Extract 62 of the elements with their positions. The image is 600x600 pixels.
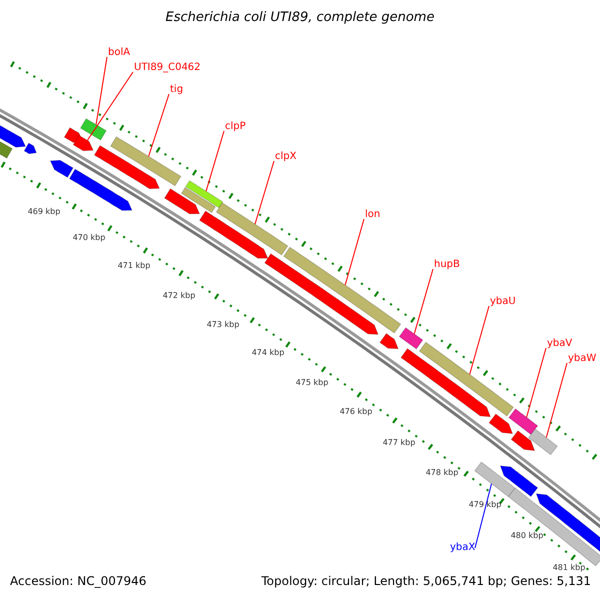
gene-bar (418, 342, 514, 417)
position-label: 472 kbp (162, 291, 196, 301)
gene-label: clpP (225, 121, 246, 133)
leader-line (86, 72, 134, 141)
gene-bar (528, 428, 558, 456)
gene-bar (400, 348, 491, 418)
position-label: 480 kbp (510, 531, 544, 541)
position-label: 471 kbp (118, 261, 150, 271)
gene-bar (72, 134, 94, 152)
position-label: 473 kbp (206, 320, 240, 330)
gene-label: clpX (275, 151, 296, 163)
genome-summary-text: Topology: circular; Length: 5,065,741 bp; Genes: 5,131 (261, 574, 591, 588)
gene-bar (94, 145, 160, 189)
gene-bar (488, 414, 513, 434)
position-label: 481 kbp (552, 563, 586, 573)
position-label: 476 kbp (340, 407, 372, 417)
gene-bar (199, 210, 268, 259)
leader-line (254, 160, 274, 225)
position-label: 474 kbp (252, 348, 284, 358)
gene-bar (24, 142, 37, 154)
gene-bar (69, 168, 132, 211)
gene-bar (508, 408, 538, 435)
leader-line (206, 130, 224, 192)
leader-line (414, 268, 434, 334)
gene-bar (379, 333, 399, 350)
gene-label: UTI89_C0462 (134, 62, 201, 74)
gene-bar (110, 136, 182, 186)
accession-text: Accession: NC_007946 (10, 574, 146, 588)
gene-bar (185, 180, 224, 208)
gene-bar (50, 160, 74, 178)
gene-label: ybaV (547, 338, 572, 350)
position-label: 469 kbp (28, 207, 60, 217)
gene-bar (181, 186, 216, 214)
gene-label: tig (170, 84, 184, 96)
gene-bar (500, 466, 538, 497)
gene-bar (398, 327, 424, 350)
position-label: 470 kbp (72, 233, 106, 243)
leader-line (526, 348, 546, 418)
gene-bar (264, 253, 379, 335)
leader-line (474, 483, 492, 548)
title: Escherichia coli UTI89, complete genome (164, 10, 436, 26)
gene-label: hupB (434, 259, 460, 271)
gene-bar (510, 430, 536, 451)
leader-line (148, 94, 170, 157)
gene-bar (283, 246, 402, 334)
gene-bar (164, 188, 200, 214)
leader-line (546, 362, 568, 438)
gene-label: bolA (108, 47, 130, 59)
gene-label: ybaU (490, 296, 516, 308)
leader-line (344, 218, 364, 286)
gene-label: ybaX (450, 542, 476, 554)
gene-bar (80, 118, 107, 141)
leader-line (96, 56, 108, 126)
leader-line (469, 306, 490, 375)
position-label: 479 kbp (468, 500, 502, 510)
position-label: 475 kbp (296, 378, 328, 388)
gene-bar (216, 202, 288, 256)
gene-label: lon (365, 209, 380, 221)
gene-label: ybaW (568, 353, 596, 365)
position-label: 478 kbp (426, 468, 458, 478)
gene-bar (474, 462, 516, 498)
position-label: 477 kbp (382, 438, 416, 448)
